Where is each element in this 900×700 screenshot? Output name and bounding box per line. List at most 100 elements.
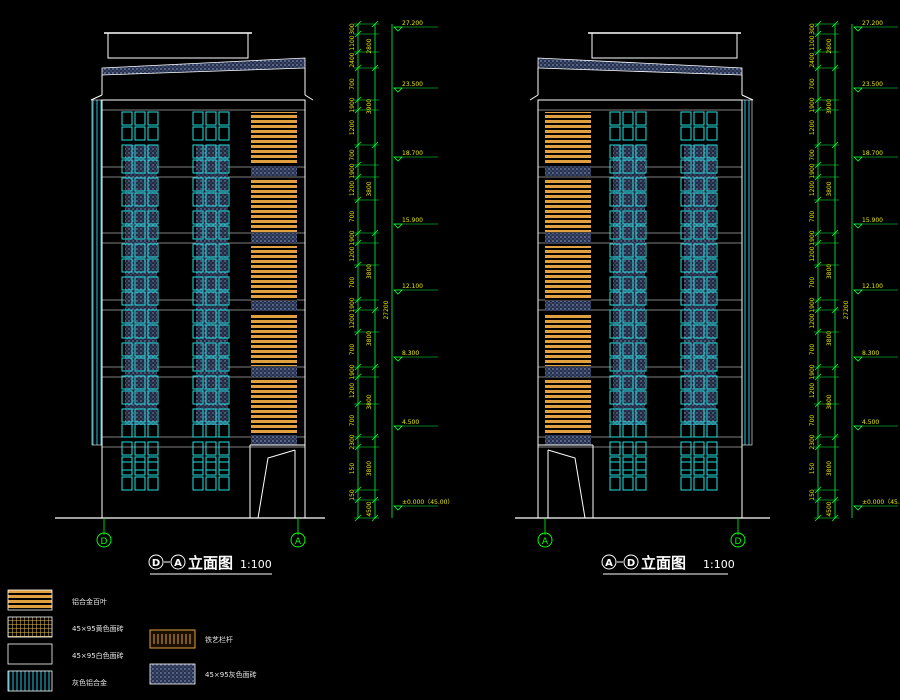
window-pane — [609, 423, 621, 438]
dimension-tick — [371, 229, 379, 237]
window-pane — [134, 342, 146, 357]
window-pane — [609, 408, 621, 423]
window-pane — [706, 276, 718, 291]
window-pane — [706, 243, 718, 258]
window-pane — [205, 291, 217, 306]
window-pane — [609, 342, 621, 357]
window-pane — [121, 423, 133, 438]
dimension-text: 1900 — [349, 163, 356, 178]
dimension-tick — [831, 306, 839, 314]
legend-item-stone: 45×95灰色面砖 — [149, 663, 257, 685]
window-pane — [609, 461, 621, 476]
window-pane — [693, 126, 705, 141]
window-pane — [134, 144, 146, 159]
window-pane — [218, 324, 230, 339]
level-text: 23.500 — [402, 81, 423, 88]
louver-panel — [251, 246, 297, 300]
window-pane — [693, 258, 705, 273]
dimension-text: 3900 — [366, 99, 373, 114]
window-pane — [134, 159, 146, 174]
window-pane — [635, 309, 647, 324]
window-pane — [635, 243, 647, 258]
level-text: 15.900 — [862, 217, 883, 224]
window-pane — [706, 461, 718, 476]
dimension-text: 1100 — [349, 35, 356, 50]
svg-text:45×95黄色面砖: 45×95黄色面砖 — [72, 624, 124, 633]
window-pane — [680, 408, 692, 423]
window-pane — [609, 177, 621, 192]
window-pane — [121, 144, 133, 159]
window-pane — [147, 342, 159, 357]
window-pane — [121, 177, 133, 192]
dimension-text: 2400 — [809, 52, 816, 67]
dimension-text: 1200 — [809, 383, 816, 398]
window-pane — [121, 324, 133, 339]
window-pane — [680, 159, 692, 174]
legend-item-white-tile: 45×95白色面砖 — [7, 643, 124, 665]
window-pane — [121, 192, 133, 207]
window-pane — [706, 476, 718, 491]
level-text: 8.300 — [862, 350, 879, 357]
window-pane — [121, 408, 133, 423]
window-pane — [635, 461, 647, 476]
window-pane — [609, 375, 621, 390]
window-pane — [622, 375, 634, 390]
level-marker — [393, 87, 403, 93]
window-pane — [192, 408, 204, 423]
window-pane — [680, 342, 692, 357]
dimension-text: 700 — [809, 277, 816, 289]
window-pane — [147, 159, 159, 174]
legend-item-mullion: 灰色铝合金 — [7, 670, 107, 692]
window-pane — [205, 177, 217, 192]
dimension-tick — [831, 64, 839, 72]
elevation-right: A D A D 立面图 1:100 3001100240070019001200… — [515, 20, 900, 575]
stone-band — [251, 233, 297, 243]
window-pane — [147, 276, 159, 291]
dimension-text: 1900 — [809, 163, 816, 178]
window-pane — [147, 423, 159, 438]
window-pane — [134, 476, 146, 491]
level-marker — [853, 156, 863, 162]
window-pane — [121, 126, 133, 141]
window-pane — [121, 309, 133, 324]
dimension-text: 2800 — [366, 38, 373, 53]
window-pane — [218, 111, 230, 126]
window-pane — [205, 210, 217, 225]
window-pane — [134, 441, 146, 456]
dimension-tick — [371, 64, 379, 72]
window-pane — [121, 456, 133, 471]
window-pane — [218, 441, 230, 456]
louver-panel — [251, 112, 297, 165]
window-pane — [680, 357, 692, 372]
window-pane — [680, 476, 692, 491]
window-pane — [192, 375, 204, 390]
window-pane — [205, 144, 217, 159]
level-text: 27.200 — [862, 20, 883, 27]
svg-text:45×95灰色面砖: 45×95灰色面砖 — [205, 670, 257, 679]
dimension-text: 3800 — [366, 461, 373, 476]
window-pane — [121, 390, 133, 405]
dimension-text: 3800 — [826, 264, 833, 279]
window-pane — [205, 192, 217, 207]
window-pane — [680, 144, 692, 159]
stone-band — [251, 166, 297, 176]
stone-panel — [684, 145, 716, 425]
window-pane — [622, 243, 634, 258]
window-pane — [622, 456, 634, 471]
dimension-tick — [371, 141, 379, 149]
window-pane — [693, 159, 705, 174]
window-pane — [622, 390, 634, 405]
dimension-total-text: 27200 — [383, 300, 390, 319]
window-pane — [134, 225, 146, 240]
level-text: 23.500 — [862, 81, 883, 88]
window-pane — [609, 192, 621, 207]
window-pane — [680, 177, 692, 192]
window-pane — [680, 243, 692, 258]
window-pane — [121, 159, 133, 174]
window-pane — [706, 423, 718, 438]
window-pane — [609, 291, 621, 306]
stone-band — [545, 367, 591, 377]
level-text: 4.500 — [862, 419, 879, 426]
dimension-tick — [831, 363, 839, 371]
window-pane — [635, 456, 647, 471]
